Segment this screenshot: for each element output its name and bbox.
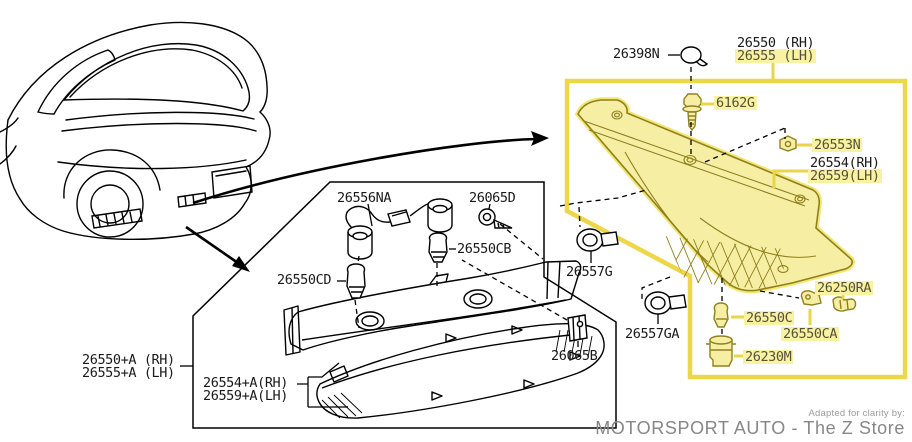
bulb-icon-26550CD <box>346 263 366 299</box>
part-label-26065B: 26065B <box>551 348 598 364</box>
part-label-26559: 26559(LH) <box>808 168 882 184</box>
assembly-box <box>192 181 617 429</box>
socket-grommet-icon-26557GA <box>644 291 687 315</box>
bulb-icon-26550C <box>713 302 729 328</box>
part-label-26555: 26555 (LH) <box>735 48 817 64</box>
leader-lines <box>180 54 680 408</box>
part-label-26554+A: 26554+A(RH) <box>203 375 289 391</box>
grommet-clip-icon <box>680 46 709 67</box>
part-label-26557G: 26557G <box>566 264 613 280</box>
socket-grommet-icon-26557G <box>576 228 619 252</box>
part-label-26550CA: 26550CA <box>781 326 840 342</box>
screw-icon-6162G <box>682 93 702 132</box>
part-label-26065D: 26065D <box>469 190 516 206</box>
part-label-26250RA: 26250RA <box>815 280 874 296</box>
part-label-26398N: 26398N <box>613 46 660 62</box>
bulb-socket-icon-26230M <box>706 335 736 367</box>
adapted-by-note: Adapted for clarity by: <box>808 408 905 419</box>
car-illustration <box>0 21 271 241</box>
bulb-harness-icon <box>345 198 453 260</box>
secondary-pointer-arrow <box>185 225 250 272</box>
part-label-26550CD: 26550CD <box>277 272 332 288</box>
screw-icon-26065D <box>478 208 513 229</box>
part-label-26555+A: 26555+A (LH) <box>82 365 175 381</box>
part-label-26550+A: 26550+A (RH) <box>82 352 175 368</box>
part-label-26553N: 26553N <box>812 137 863 153</box>
part-label-26556NA: 26556NA <box>337 190 392 206</box>
clip-icon-26065B <box>567 314 588 342</box>
highlight-box <box>564 78 908 380</box>
part-label-26550CB: 26550CB <box>457 241 512 257</box>
highlight-leader-lines <box>701 63 845 358</box>
store-logo: MOTORSPORT AUTO - The Z Store <box>595 418 905 438</box>
part-label-26559+A: 26559+A(LH) <box>203 388 289 404</box>
part-label-26550C: 26550C <box>744 310 795 326</box>
dashed-connectors <box>354 67 800 334</box>
part-label-26554: 26554(RH) <box>810 155 880 171</box>
part-label-26550: 26550 (RH) <box>737 35 815 51</box>
rivet-clip-icon-26553N <box>779 135 797 152</box>
clip-icon-26250RA <box>832 296 857 312</box>
tail-lamp-drawing <box>574 97 855 294</box>
part-label-26230M: 26230M <box>743 349 794 365</box>
main-pointer-arrow <box>192 131 549 205</box>
lamp-housing-drawing <box>283 260 582 356</box>
lamp-lens-drawing <box>316 323 605 419</box>
bulb-icon-26550CB <box>428 232 448 263</box>
part-label-6162G: 6162G <box>714 95 757 111</box>
part-label-26557GA: 26557GA <box>625 326 680 342</box>
